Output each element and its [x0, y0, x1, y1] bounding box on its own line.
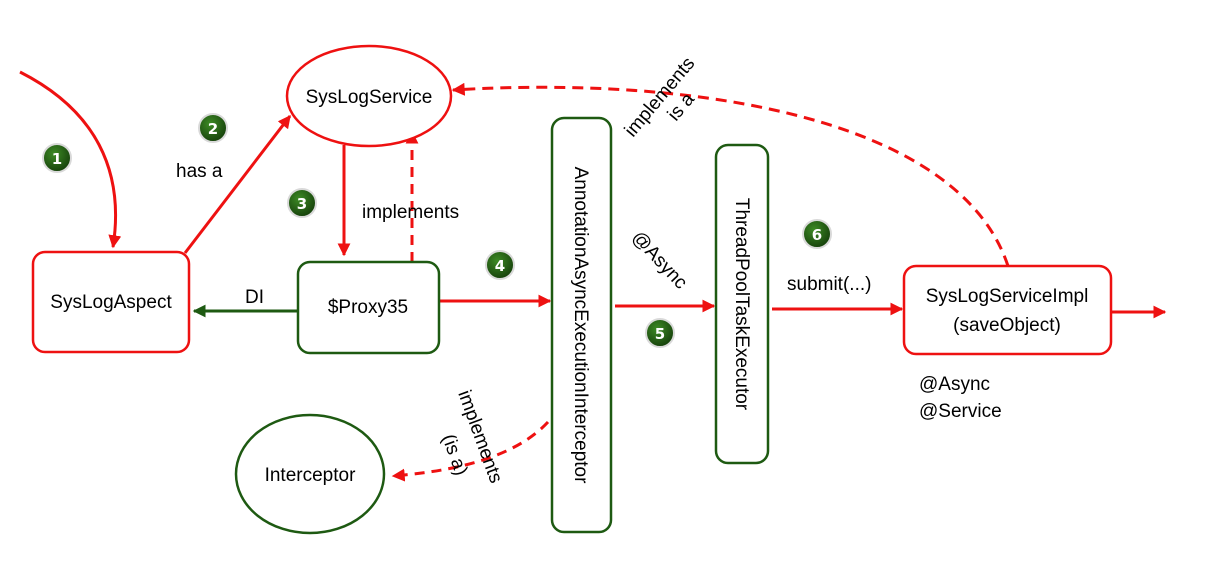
di-label: DI [245, 287, 264, 308]
service-impl-node: SysLogServiceImpl (saveObject) [902, 264, 1113, 356]
impl-implements-arrow [451, 82, 1010, 267]
service-impl-label-line1: SysLogServiceImpl [926, 286, 1089, 307]
thread-pool-node: ThreadPoolTaskExecutor [714, 143, 770, 465]
step-badge-2: 2 [198, 113, 228, 143]
syslog-aspect-label: SysLogAspect [50, 292, 172, 313]
interceptor-label: Interceptor [265, 465, 356, 486]
step-badge-5: 5 [645, 318, 675, 348]
interceptor-node: Interceptor [234, 413, 386, 535]
async-interceptor-label: AnnotationAsyncExecutionInterceptor [570, 167, 591, 485]
service-annotation: @Service [919, 401, 1002, 422]
step-number: 1 [52, 150, 62, 168]
syslog-aspect-node: SysLogAspect [31, 250, 191, 354]
has-a-arrow [183, 114, 292, 254]
proxy-label: $Proxy35 [328, 297, 408, 318]
proxy-node: $Proxy35 [296, 260, 441, 355]
entry-arrow [19, 70, 122, 249]
step-badge-4: 4 [485, 250, 515, 280]
async-edge-label: @Async [627, 227, 691, 293]
step-number: 6 [812, 226, 822, 244]
step-badge-6: 6 [802, 219, 832, 249]
syslog-service-node: SysLogService [285, 44, 453, 148]
thread-pool-label: ThreadPoolTaskExecutor [731, 198, 752, 411]
step-badge-1: 1 [42, 143, 72, 173]
submit-label: submit(...) [787, 274, 871, 295]
service-impl-label-line2: (saveObject) [953, 315, 1061, 336]
implements-isa-label-line2: (is a) [437, 432, 471, 479]
step-number: 3 [297, 195, 307, 213]
step-number: 2 [208, 120, 218, 138]
step-badge-3: 3 [287, 188, 317, 218]
async-interceptor-node: AnnotationAsyncExecutionInterceptor [550, 116, 613, 534]
async-annotation: @Async [919, 374, 990, 395]
implements-label: implements [362, 202, 459, 223]
has-a-label: has a [176, 161, 223, 182]
interceptor-implements-arrow [391, 420, 550, 482]
syslog-service-label: SysLogService [306, 87, 433, 108]
step-number: 4 [495, 257, 505, 275]
step-number: 5 [655, 325, 665, 343]
